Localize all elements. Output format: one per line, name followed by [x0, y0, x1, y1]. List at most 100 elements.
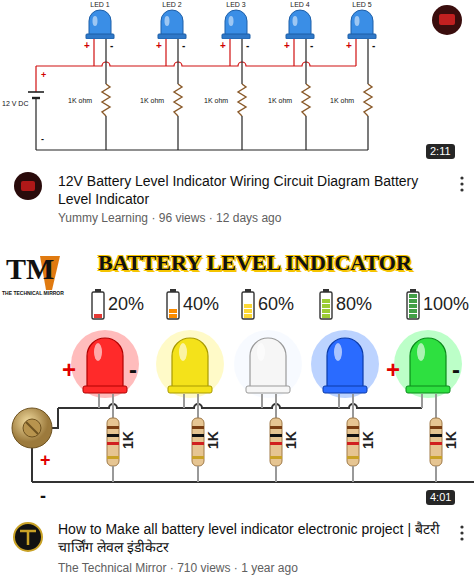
wire [229, 39, 230, 66]
icon-part [355, 16, 360, 26]
led-icon [80, 9, 120, 39]
wire [177, 116, 178, 150]
wire [36, 149, 368, 150]
icon-part [348, 34, 376, 39]
icon-part [409, 294, 417, 298]
led-symbol: LED 3 [216, 0, 256, 39]
led-glow [234, 330, 302, 398]
wire [293, 39, 294, 66]
percent-label: 40% [181, 293, 219, 315]
wire [35, 98, 36, 150]
resistor-symbol [364, 84, 372, 116]
icon-part [94, 314, 102, 318]
battery-level: 20% [90, 288, 144, 320]
pin-sign: + [62, 356, 76, 384]
icon-part [322, 314, 330, 318]
led-icon [280, 9, 320, 39]
battery-icon [318, 288, 334, 320]
icon-part [244, 304, 252, 308]
led [172, 338, 208, 388]
percent-label: 80% [334, 293, 372, 315]
resistor-value: 1K ohm [68, 97, 92, 105]
wire [28, 91, 44, 93]
wire [165, 39, 166, 66]
channel-name: THE TECHNICAL MIRROR [2, 291, 64, 297]
led-highlight [417, 343, 425, 361]
color-band [107, 456, 119, 459]
icon-part [409, 304, 417, 308]
icon-part [242, 292, 254, 319]
wire [197, 394, 199, 418]
pin-sign: - [245, 40, 250, 52]
icon-part [286, 34, 314, 39]
icon-part [322, 299, 330, 303]
wire [435, 394, 437, 418]
color-band [270, 434, 282, 437]
resistor-symbol [174, 84, 182, 116]
pin-sign: + [83, 40, 91, 52]
wire [52, 408, 58, 428]
percent-label: 60% [256, 293, 294, 315]
drawing-part [460, 176, 463, 179]
pin-sign: + [155, 40, 163, 52]
resistor-value: 1K ohm [268, 97, 292, 105]
wire [367, 116, 368, 150]
icon-part [93, 16, 98, 26]
drawing-part [460, 537, 463, 540]
resistor [107, 418, 119, 466]
resistor-value: 1K ohm [204, 97, 228, 105]
video-title: How to Make all battery level indicator … [58, 520, 443, 556]
resistor-value: 1K [205, 431, 221, 449]
battery-level: 100% [405, 288, 469, 320]
wire [338, 394, 340, 408]
wire [197, 466, 199, 482]
wire [98, 394, 100, 408]
pin-sign: - [452, 356, 460, 384]
wire [355, 39, 356, 66]
battery-level: 40% [165, 288, 219, 320]
led-symbol: LED 4 [280, 0, 320, 39]
icon-part [169, 314, 177, 318]
pin-sign: - [129, 356, 137, 384]
drawing-part [460, 525, 463, 528]
color-band [107, 442, 119, 445]
icon-part [409, 299, 417, 303]
color-band [430, 434, 442, 437]
wire [35, 66, 36, 92]
wire [112, 466, 114, 482]
led-highlight [179, 343, 187, 361]
icon-part [165, 16, 170, 26]
video-meta: The Technical Mirror · 710 views · 1 yea… [58, 562, 298, 576]
wire [93, 39, 94, 66]
wire [105, 116, 106, 150]
battery-icon [165, 288, 181, 320]
led-icon [152, 9, 192, 39]
resistor-value: 1K [283, 431, 299, 449]
led [250, 338, 286, 388]
wire [241, 116, 242, 150]
icon-part [244, 314, 252, 318]
wire [31, 446, 33, 482]
led-highlight [257, 343, 265, 361]
pin-sign: - [40, 486, 46, 507]
icon-part [158, 34, 186, 39]
circuit-wires [12, 330, 474, 482]
wire [275, 466, 277, 482]
resistor-symbol [102, 84, 110, 116]
resistor [270, 418, 282, 466]
icon-part [244, 309, 252, 313]
wire [305, 116, 306, 150]
color-band [430, 456, 442, 459]
battery-icon [90, 288, 106, 320]
led-rim [323, 386, 367, 393]
led [410, 338, 446, 388]
led-label: LED 5 [342, 0, 382, 9]
circuit-wires [28, 39, 372, 150]
led-label: LED 3 [216, 0, 256, 9]
icon-part [167, 292, 179, 319]
wire [26, 422, 38, 434]
wire [32, 481, 474, 483]
led [327, 338, 363, 388]
led-label: LED 1 [80, 0, 120, 9]
